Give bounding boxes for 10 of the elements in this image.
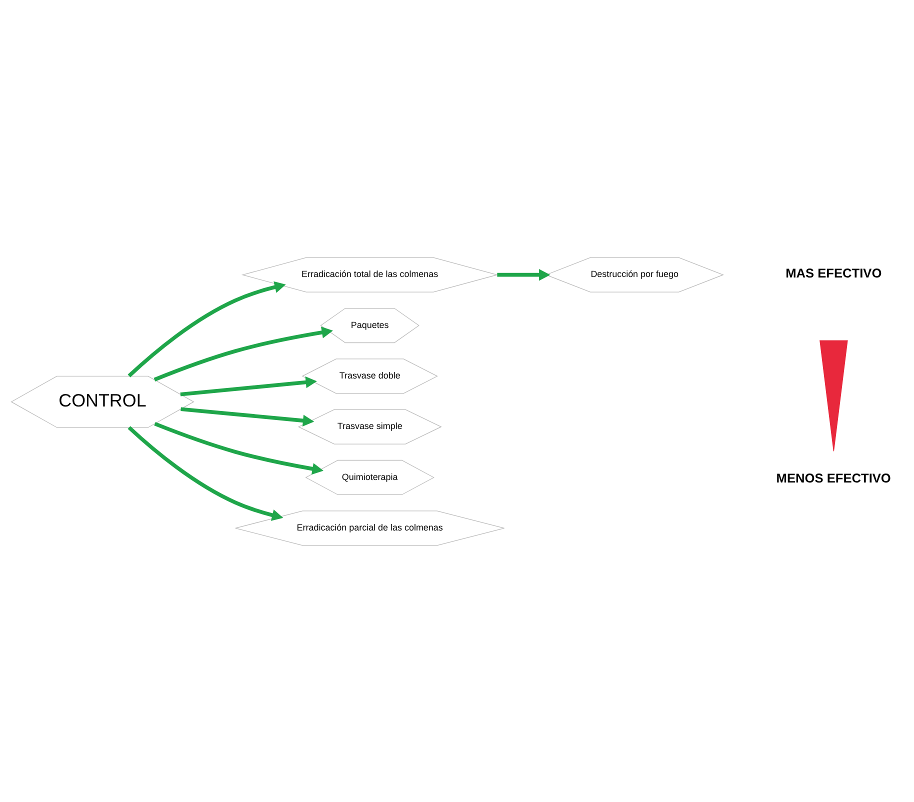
arrow [154,421,324,474]
arrow [180,406,314,426]
label: MENOS EFECTIVO [776,470,891,486]
arrow [154,326,333,381]
arrow [128,280,286,377]
arrow [128,426,284,520]
label: MAS EFECTIVO [786,264,882,280]
arrow [180,376,317,396]
arrow [497,268,550,280]
node-triangle [820,340,848,452]
